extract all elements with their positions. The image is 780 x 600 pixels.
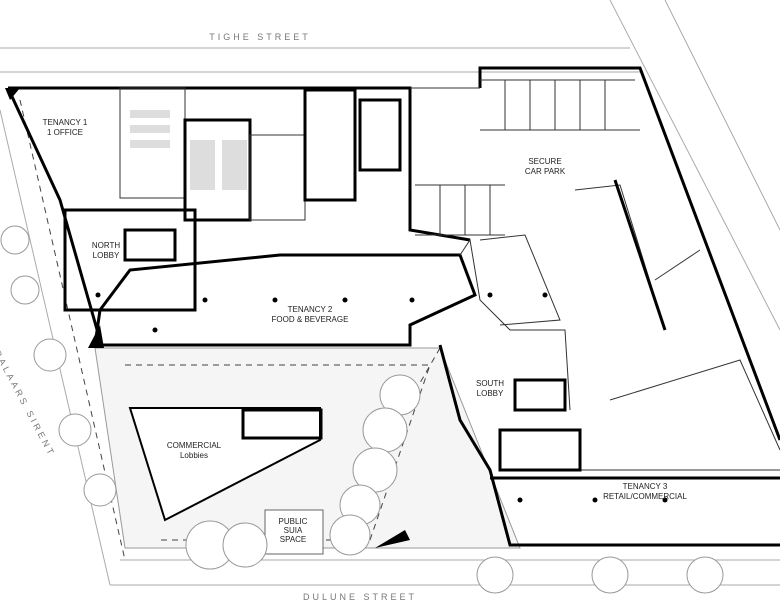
street-trees: [0, 225, 724, 594]
label-tenancy1: TENANCY 1: [43, 118, 88, 127]
label-car-park: SECURE: [528, 157, 561, 166]
street-label-north: TIGHE STREET: [209, 32, 311, 42]
label-north-lobby-sub: LOBBY: [93, 251, 120, 260]
label-tenancy3-sub: RETAIL/COMMERCIAL: [603, 492, 687, 501]
label-public-space-3: SPACE: [280, 535, 307, 544]
label-tenancy2-sub: FOOD & BEVERAGE: [272, 315, 349, 324]
label-tenancy1-sub: 1 OFFICE: [47, 128, 83, 137]
structural-columns: [95, 292, 668, 503]
label-south-lobby: SOUTH: [476, 379, 504, 388]
label-south-lobby-sub: LOBBY: [477, 389, 504, 398]
street-label-south: DULUNE STREET: [303, 592, 417, 600]
label-public-space-2: SUIA: [284, 526, 303, 535]
label-tenancy3: TENANCY 3: [623, 482, 668, 491]
label-commercial: COMMERCIAL: [167, 441, 222, 450]
label-public-space: PUBLIC: [279, 517, 308, 526]
label-car-park-sub: CAR PARK: [525, 167, 566, 176]
label-tenancy2: TENANCY 2: [288, 305, 333, 314]
label-commercial-sub: Lobbies: [180, 451, 208, 460]
car-park-stalls: [415, 79, 780, 451]
public-plaza: [94, 347, 521, 570]
label-north-lobby: NORTH: [92, 241, 121, 250]
